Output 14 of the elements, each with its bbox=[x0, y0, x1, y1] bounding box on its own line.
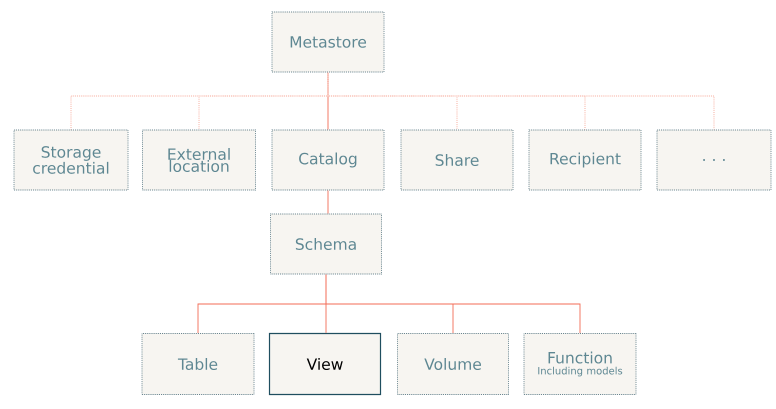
object-box: Table bbox=[142, 333, 254, 395]
connector-line bbox=[326, 274, 580, 334]
object-box: Schema bbox=[270, 214, 382, 274]
object-box: Share bbox=[400, 130, 514, 190]
object-box: Metastore bbox=[272, 12, 384, 72]
object-box: Volume bbox=[397, 333, 509, 395]
object-box: Recipient bbox=[528, 130, 642, 190]
object-box: . . . bbox=[656, 130, 772, 190]
connector-line bbox=[328, 72, 714, 130]
object-box: Storage credential bbox=[14, 130, 128, 190]
object-box: Function Including models bbox=[524, 333, 636, 395]
object-box: Catalog bbox=[272, 130, 384, 190]
object-box: External location bbox=[142, 130, 256, 190]
highlighted-box: View bbox=[268, 332, 382, 396]
